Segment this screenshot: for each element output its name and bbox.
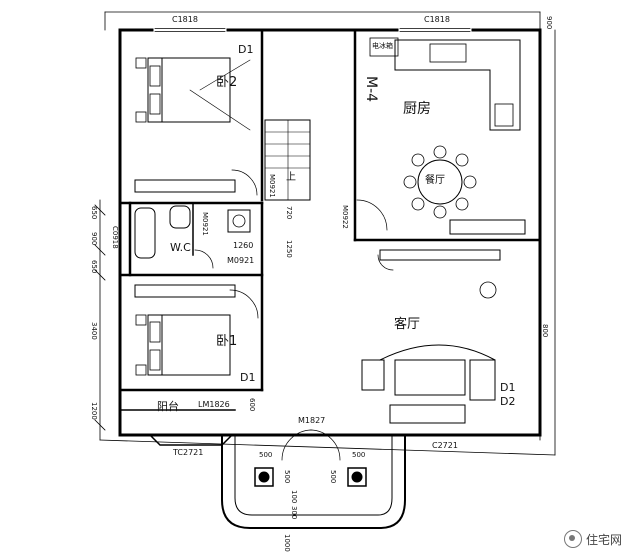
window-c0918: C0918 bbox=[111, 226, 119, 249]
dim-porch-1000: 1000 bbox=[283, 534, 291, 552]
door-lm1826: LM1826 bbox=[198, 400, 230, 409]
m4-label: M-4 bbox=[363, 76, 379, 103]
door-d2-right: D2 bbox=[500, 395, 516, 408]
dim-top-right: 900 bbox=[545, 16, 553, 30]
door-m1827: M1827 bbox=[298, 416, 326, 425]
door-m0921-wc: M0921 bbox=[201, 212, 209, 236]
balcony-label: 阳台 bbox=[157, 400, 179, 413]
dim-porch-500c: 500 bbox=[283, 470, 291, 484]
watermark-text: 住宅网 bbox=[585, 532, 622, 547]
dim-balcony-600: 600 bbox=[248, 398, 256, 412]
dim-left-b: 900 bbox=[90, 232, 98, 246]
dim-porch-100: 100 bbox=[290, 490, 298, 504]
dim-porch-500b: 500 bbox=[352, 451, 366, 459]
watermark-logo-icon bbox=[563, 530, 582, 548]
dim-left-e: 1200 bbox=[90, 402, 98, 420]
wc-label: W.C bbox=[170, 241, 191, 254]
door-m0921-wc2: M0921 bbox=[227, 256, 255, 265]
window-c2721-left: TC2721 bbox=[173, 448, 204, 457]
dim-wc-1260: 1260 bbox=[233, 241, 254, 250]
dim-porch-300: 300 bbox=[290, 506, 298, 520]
dim-left-a: 650 bbox=[90, 206, 98, 220]
kitchen-label: 厨房 bbox=[403, 101, 431, 117]
dim-left-c: 650 bbox=[90, 260, 98, 274]
door-m0921-stair: M0921 bbox=[268, 174, 276, 198]
dim-right-800: 800 bbox=[541, 324, 549, 338]
living-label: 客厅 bbox=[394, 317, 421, 332]
door-d1-bottom: D1 bbox=[240, 371, 256, 384]
door-m0922: M0922 bbox=[341, 205, 349, 229]
dining-label: 餐厅 bbox=[425, 175, 445, 186]
dim-porch-500a: 500 bbox=[259, 451, 273, 459]
dim-left-d: 3400 bbox=[90, 322, 98, 340]
window-top-right-code: C1818 bbox=[424, 15, 450, 24]
bedroom-1-label: 卧1 bbox=[216, 334, 238, 349]
fridge-label: 电冰箱 bbox=[372, 42, 393, 50]
bedroom-2-label: 卧2 bbox=[216, 75, 238, 90]
dim-porch-500d: 500 bbox=[329, 470, 337, 484]
door-d1-right: D1 bbox=[500, 381, 516, 394]
window-top-left-code: C1818 bbox=[172, 15, 198, 24]
door-d1-top: D1 bbox=[238, 43, 254, 56]
watermark: 住宅网 bbox=[563, 530, 622, 548]
window-c2721-right: C2721 bbox=[432, 441, 458, 450]
dim-stair-720: 720 bbox=[285, 206, 293, 220]
stair-up-label: 上 bbox=[286, 172, 296, 183]
dim-stair-1250: 1250 bbox=[285, 240, 293, 258]
